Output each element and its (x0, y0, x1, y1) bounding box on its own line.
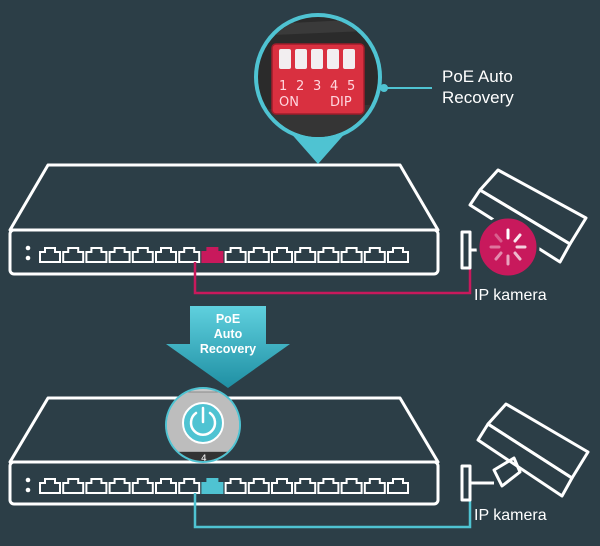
arrow-label-line2: Auto (213, 327, 243, 341)
ethernet-port-icon (131, 247, 154, 263)
switch-top-ports (39, 247, 409, 263)
port-recovery-callout: 4 (165, 387, 241, 464)
ethernet-port-icon (363, 478, 386, 494)
ethernet-port-icon (340, 247, 363, 263)
ethernet-port-icon (387, 478, 409, 494)
ethernet-port-icon (62, 478, 85, 494)
ethernet-port-icon (131, 478, 154, 494)
ethernet-port-icon (224, 478, 247, 494)
dip-number-2: 2 (296, 79, 304, 94)
ethernet-port-icon (271, 478, 293, 494)
power-recovery-icon (182, 402, 224, 444)
poe-label-line2: Recovery (442, 88, 514, 107)
cable-bottom (193, 493, 472, 529)
ethernet-port-icon (247, 247, 270, 263)
ethernet-port-icon (178, 247, 201, 263)
ethernet-port-icon-active (201, 247, 224, 263)
ethernet-port-icon (340, 478, 363, 494)
ethernet-port-icon (294, 247, 317, 263)
camera-top-label: IP kamera (474, 287, 547, 304)
ethernet-port-icon (108, 478, 131, 494)
dip-number-1: 1 (279, 79, 287, 94)
ethernet-port-icon (85, 478, 108, 494)
dip-number-5: 5 (347, 79, 355, 94)
cable-top (193, 262, 472, 295)
dip-dip-text: DIP (330, 95, 352, 110)
poe-label-line1: PoE Auto (442, 67, 513, 86)
poe-auto-recovery-label: PoE Auto Recovery (442, 66, 514, 108)
ethernet-port-icon (155, 478, 177, 494)
ethernet-port-icon (363, 247, 386, 263)
switch-top (8, 163, 440, 276)
ethernet-port-icon (224, 247, 247, 263)
dip-switch-callout: 1 2 3 4 5 ON DIP (254, 13, 432, 164)
ethernet-port-icon (85, 247, 108, 263)
ethernet-port-icon (178, 478, 201, 494)
ethernet-port-icon-active (201, 478, 224, 494)
dip-number-4: 4 (330, 79, 338, 94)
ethernet-port-icon (387, 247, 409, 263)
ethernet-port-icon (317, 247, 340, 263)
ethernet-port-icon (108, 247, 131, 263)
ethernet-port-icon (155, 247, 177, 263)
switch-bottom (8, 396, 440, 506)
arrow-label-line1: PoE (215, 312, 241, 326)
ethernet-port-icon (39, 478, 61, 494)
ethernet-port-icon (294, 478, 317, 494)
ethernet-port-icon (271, 247, 293, 263)
ethernet-port-icon (62, 247, 85, 263)
down-arrow-icon (166, 306, 290, 388)
arrow-label-line3: Recovery (199, 342, 257, 356)
ethernet-port-icon (317, 478, 340, 494)
arrow-label: PoE Auto Recovery (186, 312, 270, 357)
ethernet-port-icon (247, 478, 270, 494)
port-number: 4 (201, 454, 207, 464)
dip-on-text: ON (279, 95, 299, 110)
loading-spinner-icon (476, 215, 540, 279)
security-camera-icon-bottom (460, 402, 590, 502)
dip-number-3: 3 (313, 79, 321, 94)
ethernet-port-icon (39, 247, 61, 263)
switch-bottom-ports (39, 478, 409, 494)
camera-bottom-label: IP kamera (474, 507, 547, 524)
